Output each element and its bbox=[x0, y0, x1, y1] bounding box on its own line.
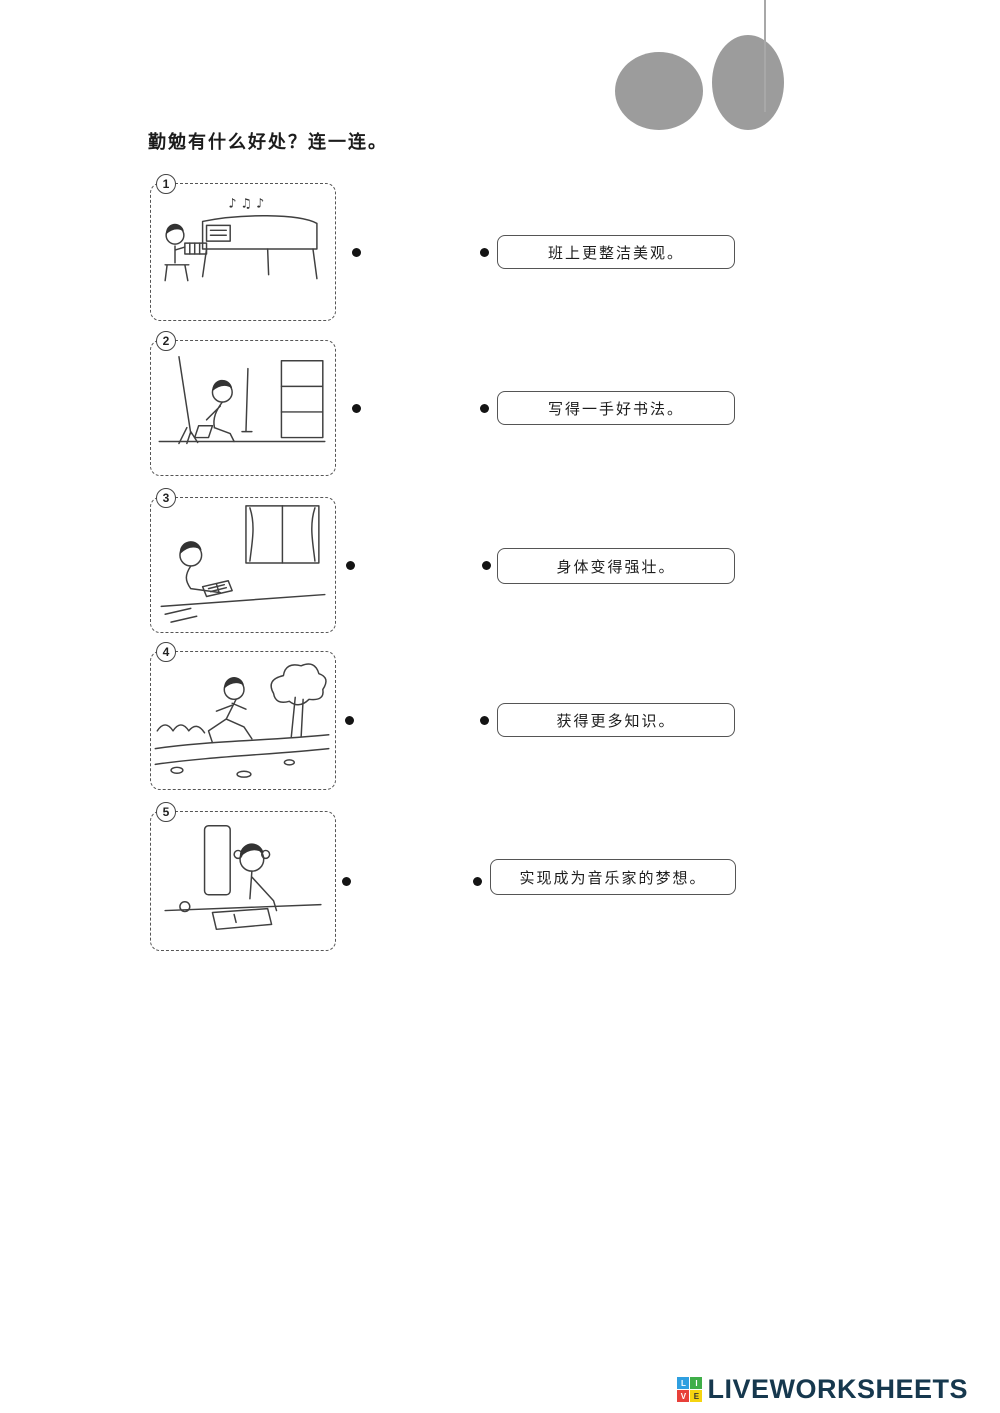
item-number-badge: 2 bbox=[156, 331, 176, 351]
answer-dot-5[interactable] bbox=[473, 877, 482, 886]
calligraphy-illustration bbox=[164, 825, 322, 931]
gray-blob-shape bbox=[615, 52, 703, 130]
logo-square-e: E bbox=[690, 1390, 703, 1402]
running-illustration bbox=[154, 663, 330, 778]
picture-dot-1[interactable] bbox=[352, 248, 361, 257]
answer-dot-1[interactable] bbox=[480, 248, 489, 257]
brand-wordmark: LIVEWORKSHEETS bbox=[707, 1374, 968, 1404]
logo-square-v: V bbox=[677, 1390, 690, 1402]
picture-dot-5[interactable] bbox=[342, 877, 351, 886]
answer-box-5: 实现成为音乐家的梦想。 bbox=[490, 859, 736, 895]
item-number-badge: 3 bbox=[156, 488, 176, 508]
picture-box-4: 4 bbox=[150, 642, 336, 790]
exercise-title: 勤勉有什么好处？连一连。 bbox=[148, 132, 388, 152]
item-number-badge: 1 bbox=[156, 174, 176, 194]
answer-box-2: 写得一手好书法。 bbox=[497, 391, 735, 425]
answer-dot-4[interactable] bbox=[480, 716, 489, 725]
picture-dot-3[interactable] bbox=[346, 561, 355, 570]
item-number-badge: 4 bbox=[156, 642, 176, 662]
picture-box-3: 3 bbox=[150, 488, 336, 633]
gray-blob-shape bbox=[712, 35, 784, 130]
picture-box-1: 1 ♪ ♫ ♪ bbox=[150, 174, 336, 321]
sweeping-illustration bbox=[158, 356, 326, 445]
picture-box-2: 2 bbox=[150, 331, 336, 476]
logo-square-l: L bbox=[677, 1377, 690, 1389]
reading-illustration bbox=[160, 505, 326, 623]
logo-square-i: I bbox=[690, 1377, 703, 1389]
picture-dot-2[interactable] bbox=[352, 404, 361, 413]
page-edge-line bbox=[764, 0, 766, 112]
answer-box-4: 获得更多知识。 bbox=[497, 703, 735, 737]
picture-box-5: 5 bbox=[150, 802, 336, 951]
svg-text:♪ ♫ ♪: ♪ ♫ ♪ bbox=[228, 197, 264, 212]
liveworksheets-brand: L I V E LIVEWORKSHEETS bbox=[677, 1374, 968, 1405]
piano-illustration: ♪ ♫ ♪ bbox=[164, 197, 318, 282]
picture-dot-4[interactable] bbox=[345, 716, 354, 725]
item-number-badge: 5 bbox=[156, 802, 176, 822]
answer-dot-3[interactable] bbox=[482, 561, 491, 570]
answer-dot-2[interactable] bbox=[480, 404, 489, 413]
scan-artifact-graphic bbox=[600, 0, 800, 133]
answer-box-1: 班上更整洁美观。 bbox=[497, 235, 735, 269]
liveworksheets-logo-icon: L I V E bbox=[677, 1377, 703, 1402]
answer-box-3: 身体变得强壮。 bbox=[497, 548, 735, 584]
